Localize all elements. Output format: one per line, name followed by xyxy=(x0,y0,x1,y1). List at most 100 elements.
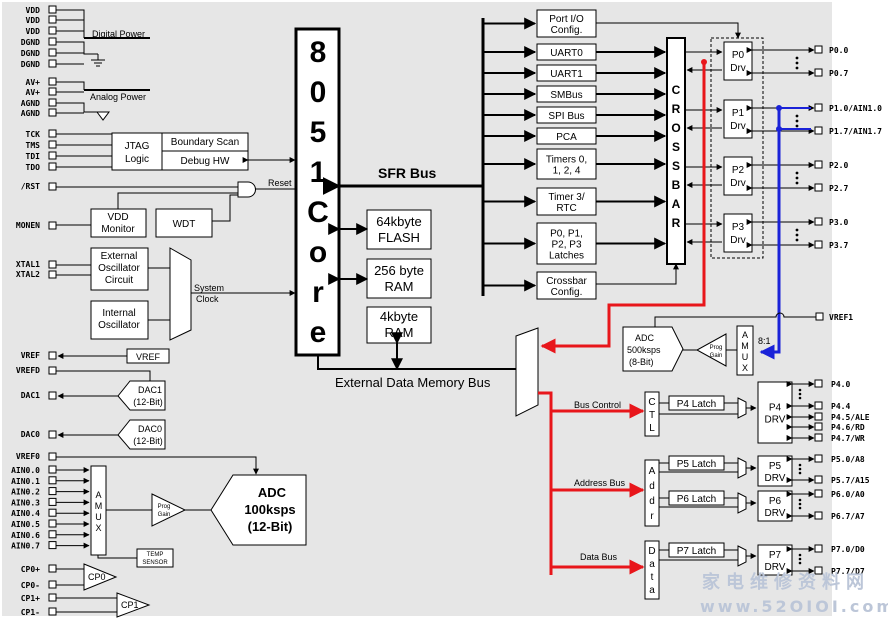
ellipsis-dot xyxy=(795,66,799,70)
core-char: 1 xyxy=(310,156,327,189)
ellipsis-dot xyxy=(798,392,802,396)
data-char: a xyxy=(649,585,655,596)
port-pin xyxy=(814,45,823,54)
external-bus-section: Bus Control Address Bus Data Bus CTL Add… xyxy=(538,379,870,600)
flash-label-2: FLASH xyxy=(378,230,420,245)
ext-port-pin-label: P4.6/RD xyxy=(831,423,865,432)
external-oscillator-block xyxy=(90,247,149,291)
port-drv-label: DRV xyxy=(765,415,786,426)
peripheral-label: Config. xyxy=(551,25,583,36)
bus-control-label: Bus Control xyxy=(574,400,621,410)
comparator-pin-label: CP1+ xyxy=(21,594,40,603)
adc12-block xyxy=(210,474,307,546)
power-pin xyxy=(48,108,57,117)
peripheral-block xyxy=(536,127,597,145)
reset-section: /RST Reset MONEN VDD Monitor WDT xyxy=(16,178,295,238)
reset-label: Reset xyxy=(268,178,292,188)
peripheral-block xyxy=(536,106,597,124)
vrefd-pin xyxy=(48,366,57,375)
ext-port-pin-label: P4.4 xyxy=(831,402,850,411)
port-latch-label: P4 Latch xyxy=(677,399,716,410)
ext-port-pin-label: P4.7/WR xyxy=(831,434,865,443)
ain-pin xyxy=(48,497,57,506)
power-pin-label: VDD xyxy=(26,16,41,25)
adc8-gain-label-2: Gain xyxy=(710,353,723,359)
port-driver-block xyxy=(723,156,753,196)
port-drv-label: P5 xyxy=(769,461,782,472)
jtag-pin-label: TMS xyxy=(26,141,41,150)
ain-gain-label-1: Prog xyxy=(158,504,171,510)
port-pin-label: P2.0 xyxy=(829,161,848,170)
port-driver-block xyxy=(723,41,753,81)
vref-pin-label: VREF xyxy=(21,351,40,360)
xram-label-2: RAM xyxy=(385,325,414,340)
core-char: o xyxy=(309,236,327,269)
peripheral-label: Crossbar xyxy=(546,276,587,287)
ain-pin xyxy=(48,465,57,474)
ain-pin-label: AIN0.1 xyxy=(11,477,40,486)
ram-label-2: RAM xyxy=(385,279,414,294)
debug-hw-label: Debug HW xyxy=(181,156,230,167)
ctl-char: C xyxy=(648,397,655,408)
system-clock-label-2: Clock xyxy=(196,294,219,304)
port-driver-block xyxy=(723,99,753,139)
power-pin-label: DGND xyxy=(21,49,40,58)
addr-char: d xyxy=(649,481,655,492)
adc12-label-1: ADC xyxy=(258,485,287,500)
ain-pin xyxy=(48,508,57,517)
addr-char: r xyxy=(650,511,654,522)
dac0-pin xyxy=(48,430,57,439)
ext-port-pin xyxy=(814,422,823,431)
ellipsis-dot xyxy=(795,124,799,128)
port-mux xyxy=(737,545,747,567)
crossbar-char: O xyxy=(671,121,680,135)
blue-bus-p1 xyxy=(759,108,781,360)
ellipsis-dot xyxy=(795,171,799,175)
vdd-monitor-block xyxy=(90,208,147,238)
ellipsis-dot xyxy=(795,238,799,242)
ain-pin-label: AIN0.0 xyxy=(11,466,40,475)
vref0-pin-label: VREF0 xyxy=(16,452,40,461)
port-pin-label: P0.7 xyxy=(829,69,848,78)
peripheral-block xyxy=(536,9,597,38)
ain-amux-char: U xyxy=(95,512,102,522)
jtag-pin-label: TDI xyxy=(26,152,41,161)
peripheral-block xyxy=(536,43,597,61)
ellipsis-dot xyxy=(798,467,802,471)
digital-power-label: Digital Power xyxy=(92,29,145,39)
comparator-pin xyxy=(48,607,57,616)
ext-port-pin xyxy=(814,454,823,463)
data-block xyxy=(644,540,660,600)
rst-pin xyxy=(48,182,57,191)
jtag-label-1: JTAG xyxy=(125,141,150,152)
oscillator-section: XTAL1 XTAL2 External Oscillator Circuit … xyxy=(16,247,296,341)
port-driver-label: P3 xyxy=(732,222,745,233)
port-latch-label: P7 Latch xyxy=(677,546,716,557)
port-pin-label: P0.0 xyxy=(829,46,848,55)
memory-section: 64kbyte FLASH 256 byte RAM 4kbyte RAM Ex… xyxy=(317,209,516,390)
comparator-pin xyxy=(48,580,57,589)
boundary-scan-label: Boundary Scan xyxy=(171,137,239,148)
crossbar-char: B xyxy=(672,178,681,192)
ellipsis-dot xyxy=(798,502,802,506)
port-drv-block xyxy=(757,490,793,522)
data-char: t xyxy=(651,572,654,583)
port-mux xyxy=(737,397,747,419)
ellipsis-dot xyxy=(798,498,802,502)
port-pin-label: P3.7 xyxy=(829,241,848,250)
ext-port-pin xyxy=(814,566,823,575)
ext-port-pin xyxy=(814,412,823,421)
comparator-pin xyxy=(48,593,57,602)
ext-port-pin-label: P6.7/A7 xyxy=(831,512,865,521)
int-osc-label-1: Internal xyxy=(102,308,135,319)
vdd-monitor-label-1: VDD xyxy=(107,212,128,223)
power-pin xyxy=(48,48,57,57)
power-pin xyxy=(48,59,57,68)
vref1-pin xyxy=(815,312,824,321)
ctl-char: L xyxy=(649,423,655,434)
xtal2-label: XTAL2 xyxy=(16,270,40,279)
ground-symbol-digital xyxy=(91,54,105,67)
adc8-gain xyxy=(695,333,727,367)
jtag-pin-label: TDO xyxy=(26,163,41,172)
ellipsis-dot xyxy=(795,233,799,237)
